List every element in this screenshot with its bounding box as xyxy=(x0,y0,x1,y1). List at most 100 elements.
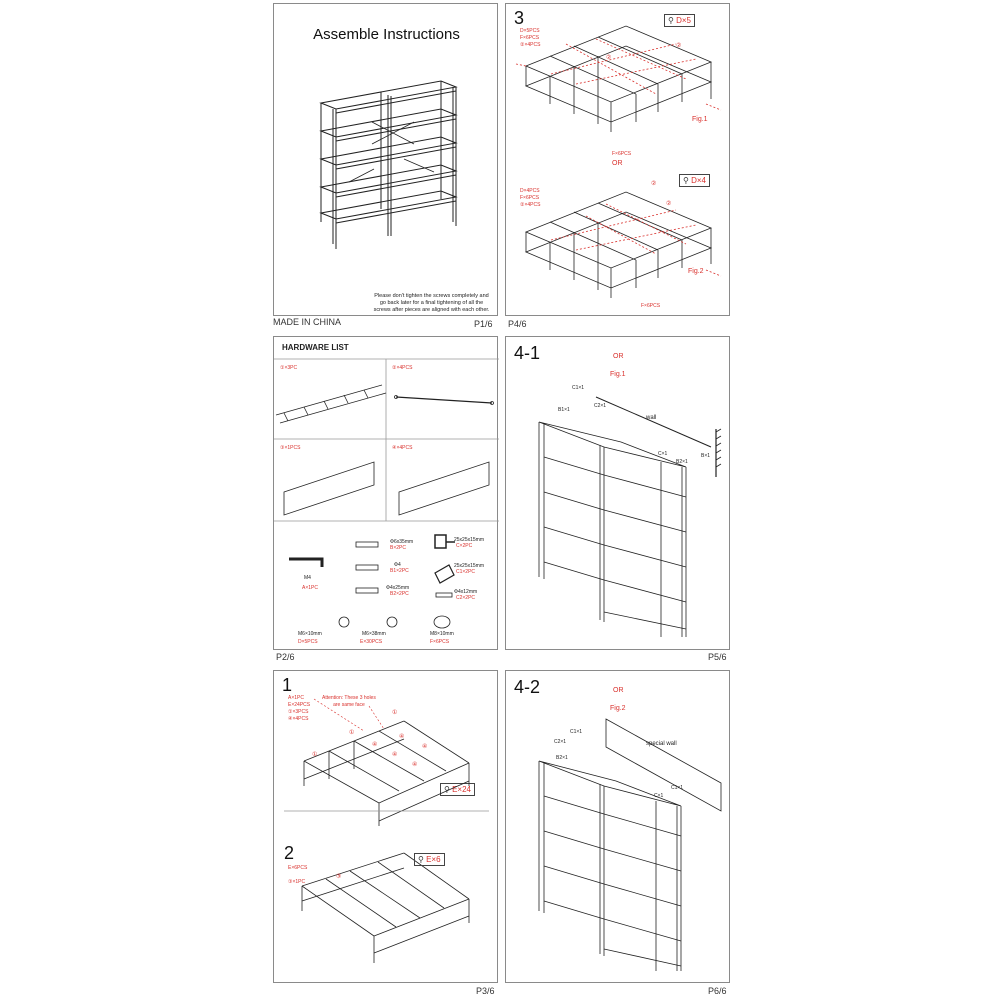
p3-callout: ① xyxy=(349,730,355,736)
p4-fig1-label: Fig.1 xyxy=(692,116,708,123)
p3-step1-item: ①×3PCS xyxy=(288,709,309,715)
p3-callout: ① xyxy=(392,710,398,716)
p4-callout: ② xyxy=(606,55,612,61)
p1-footer-left: MADE IN CHINA xyxy=(273,317,342,327)
p3-step2-screw-tag: ⚲ E×6 xyxy=(414,853,445,866)
p6-or-label: OR xyxy=(613,687,624,694)
allen-key-size: M4 xyxy=(304,575,311,581)
p4-fig2-item: ②×4PCS xyxy=(520,202,541,208)
page-p5-panel: 4-1 OR Fig.1 wall C1×1 C2×1 B1×1 B2×1 C×… xyxy=(505,336,730,650)
p4-fig1-item: D×5PCS xyxy=(520,28,540,34)
p3-step1-number: 1 xyxy=(282,675,293,695)
p1-note: Please don't tighten the screws complete… xyxy=(369,293,494,314)
page-p2-panel: HARDWARE LIST xyxy=(273,336,499,650)
p2-title: HARDWARE LIST xyxy=(282,343,349,352)
screw-icon: ⚲ xyxy=(444,785,450,794)
page-p6-panel: 4-2 OR Fig.2 special wall C1×1 C2×1 B2×1… xyxy=(505,670,730,983)
screw3-qty: C2×2PC xyxy=(456,595,476,601)
p6-wall-mount-diagram xyxy=(538,718,722,971)
screw-icon: ⚲ xyxy=(668,16,674,25)
p2-page-number: P2/6 xyxy=(276,652,295,662)
screw-icon: ⚲ xyxy=(683,176,689,185)
p5-hw-label: B2×1 xyxy=(676,459,688,465)
p3-step1-item: A×1PC xyxy=(288,695,304,701)
p5-hw-label: B×1 xyxy=(701,453,711,459)
p4-fig2-item: D×4PCS xyxy=(520,188,540,194)
allen-key-icon xyxy=(289,557,324,567)
p3-step1-screw-label: E×24 xyxy=(452,785,471,794)
p3-step2-item: E×6PCS xyxy=(288,865,308,871)
p4-frame-diagrams xyxy=(515,25,722,298)
page-p4-panel: 3 D×5PCS F×6PCS ②×4PCS ⚲ D×5 xyxy=(505,3,730,316)
p5-wall-label: wall xyxy=(646,415,657,421)
p3-callout: ④ xyxy=(392,752,398,758)
p3-callout: ④ xyxy=(422,744,428,750)
bolt-icons xyxy=(338,534,455,629)
p5-fig-label: Fig.1 xyxy=(610,371,626,378)
p4-callout: ② xyxy=(676,43,682,49)
p1-note-line-3: screws after pieces are aligned with eac… xyxy=(373,307,490,313)
part-3-panel xyxy=(283,461,375,516)
p3-callout: ④ xyxy=(372,742,378,748)
p3-attention-line: Attention: These 3 holes xyxy=(322,695,376,701)
p3-step2-number: 2 xyxy=(284,843,295,863)
p3-page-number: P3/6 xyxy=(476,986,495,996)
part-1-frame xyxy=(275,384,387,424)
screw2-size: Φ4x25mm xyxy=(386,585,410,591)
p1-page-number: P1/6 xyxy=(474,319,493,329)
p6-hw-label: C1×1 xyxy=(671,785,684,791)
bookshelf-illustration xyxy=(319,80,458,249)
p4-callout: ② xyxy=(666,201,672,207)
p4-fig1-items: D×5PCS F×6PCS ②×4PCS xyxy=(520,28,540,49)
bracket2-qty: C1×2PC xyxy=(456,569,476,575)
p6-hw-label: C1×1 xyxy=(570,729,583,735)
p5-page-number: P5/6 xyxy=(708,652,727,662)
p4-step-number: 3 xyxy=(514,8,525,28)
screw3-size: Φ4x12mm xyxy=(454,589,478,595)
p4-fig1-item: F×6PCS xyxy=(520,35,540,41)
p6-hw-label: C2×1 xyxy=(554,739,567,745)
p5-or-label: OR xyxy=(613,353,624,360)
screw1-size: Φ4 xyxy=(394,562,401,568)
p2-part-2-label: ②×4PCS xyxy=(392,365,413,371)
foot-qty: F×6PCS xyxy=(430,639,450,645)
p3-step2-callout: ③ xyxy=(336,874,342,880)
p5-step-number: 4-1 xyxy=(514,343,541,363)
p3-callout: ① xyxy=(312,752,318,758)
p3-step2-item: ③×1PC xyxy=(288,879,306,885)
screw1-qty: B1×2PC xyxy=(390,568,409,574)
p4-page-number: P4/6 xyxy=(508,319,527,329)
p3-attention-note: Attention: These 3 holes are same face xyxy=(322,695,376,709)
p3-attention-line: are same face xyxy=(333,702,365,708)
p3-step1-screw-tag: ⚲ E×24 xyxy=(440,783,475,796)
p4-fig2-label: Fig.2 xyxy=(688,268,704,275)
bracket1-qty: C×2PC xyxy=(456,543,473,549)
p4-fig1-screw-tag: ⚲ D×5 xyxy=(664,14,695,27)
bolt-d-qty: D×5PCS xyxy=(298,639,318,645)
page-p1-panel: Assemble Instructions xyxy=(273,3,498,316)
p6-hw-label: B2×1 xyxy=(556,755,568,761)
foot-size: M8×10mm xyxy=(430,631,454,637)
p6-step-number: 4-2 xyxy=(514,677,541,697)
p4-fig2-screw-tag: ⚲ D×4 xyxy=(679,174,710,187)
p4-fig2-screw-label: D×4 xyxy=(691,176,706,185)
screw-icon: ⚲ xyxy=(418,855,424,864)
p6-hw-label: C×1 xyxy=(654,793,664,799)
bracket2-size: 25x25x15mm xyxy=(454,563,485,569)
p6-fig-label: Fig.2 xyxy=(610,705,626,712)
p4-fig1-screw-label: D×5 xyxy=(676,16,691,25)
p1-note-line-1: Please don't tighten the screws complete… xyxy=(374,293,489,299)
part-4-panel xyxy=(398,461,490,516)
p5-hw-label: C1×1 xyxy=(572,385,585,391)
p6-page-number: P6/6 xyxy=(708,986,727,996)
bolt1-size: Φ6x35mm xyxy=(390,539,414,545)
bracket1-size: 25x25x15mm xyxy=(454,537,485,543)
p3-step2-items: E×6PCS ③×1PC xyxy=(288,861,307,889)
bolt1-qty: B×2PC xyxy=(390,545,406,551)
p2-part-4-label: ④×4PCS xyxy=(392,445,413,451)
p4-fig2-foot: F×6PCS xyxy=(641,303,661,309)
p5-hw-label: C2×1 xyxy=(594,403,607,409)
p1-title: Assemble Instructions xyxy=(313,26,460,43)
p3-callout: ④ xyxy=(399,734,405,740)
p5-hw-label: C×1 xyxy=(658,451,668,457)
